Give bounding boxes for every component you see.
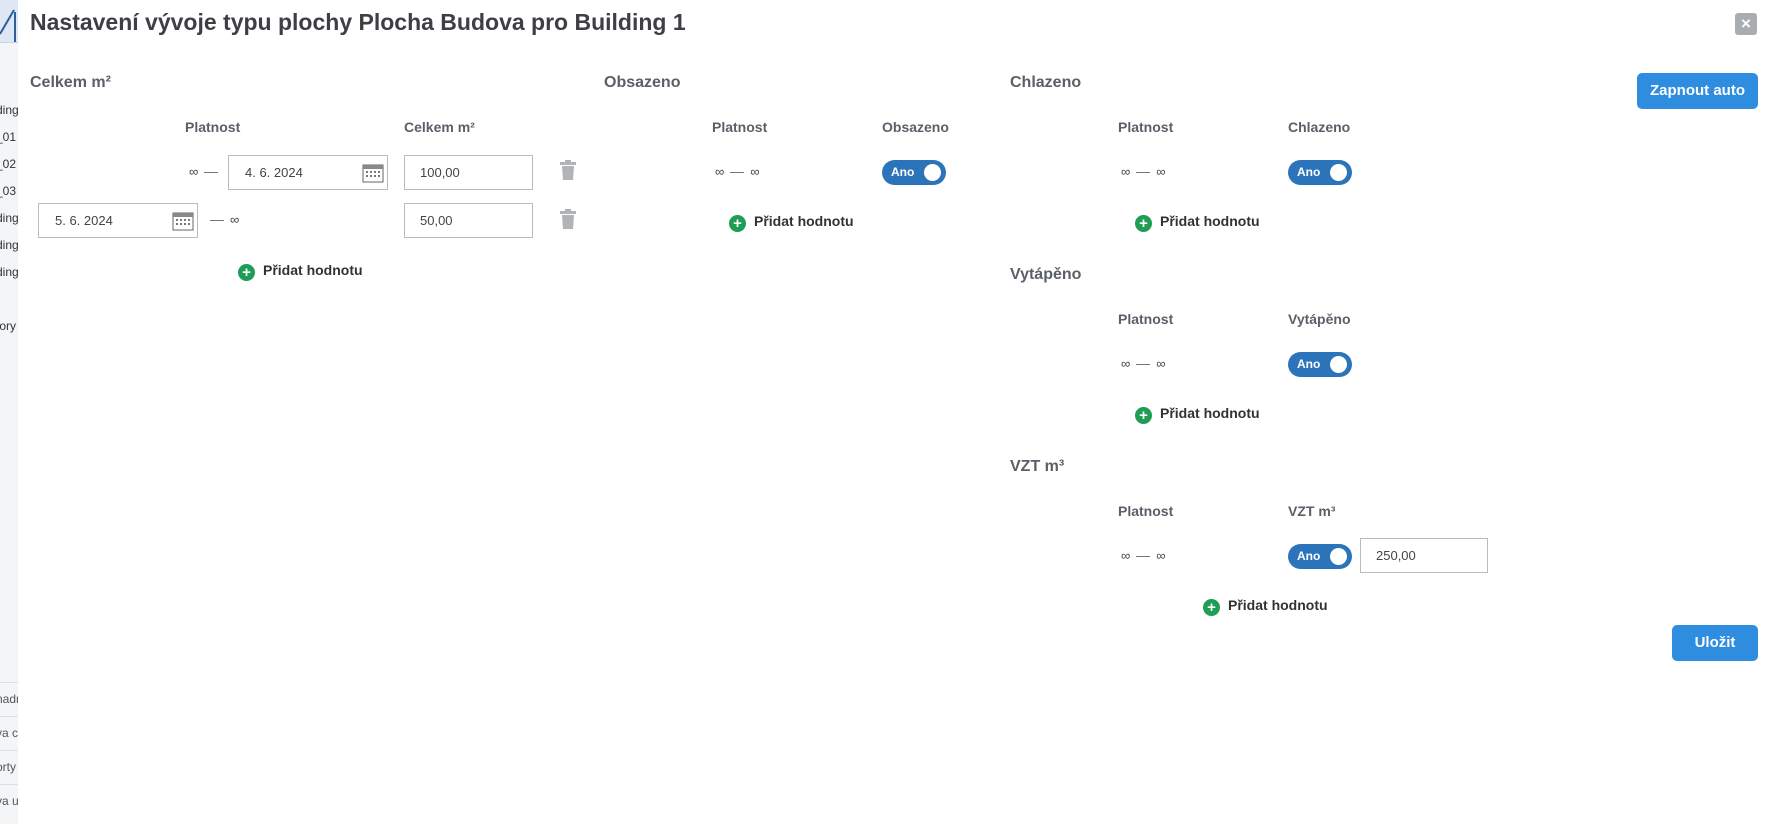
vzt-value-input[interactable]: 250,00 <box>1360 538 1488 573</box>
column-header-value: VZT m³ <box>1288 503 1336 519</box>
trash-icon[interactable] <box>560 209 576 229</box>
bg-item: ding <box>0 103 18 117</box>
plus-icon: + <box>1135 407 1152 424</box>
calendar-icon[interactable] <box>172 210 194 231</box>
section-title-vzt: VZT m³ <box>1010 458 1065 475</box>
bg-item: va c <box>0 716 18 750</box>
occupied-toggle[interactable]: Ano <box>882 160 946 185</box>
settings-dialog: Nastavení vývoje typu plochy Plocha Budo… <box>18 0 1781 824</box>
plus-icon: + <box>729 215 746 232</box>
column-header-validity: Platnost <box>1118 119 1174 135</box>
column-header-value: Obsazeno <box>882 119 949 135</box>
validity-range: ∞∞ <box>1121 164 1166 179</box>
column-header-validity: Platnost <box>1118 503 1174 519</box>
bg-item: _01 <box>0 130 17 144</box>
heated-toggle[interactable]: Ano <box>1288 352 1352 377</box>
bg-item: ding <box>0 238 18 252</box>
area-value-input[interactable]: 100,00 <box>404 155 533 190</box>
close-button[interactable]: × <box>1735 13 1757 35</box>
background-sidebar: ding _01 _02 _03 ding ding ding t tory n… <box>0 0 19 824</box>
bg-item: orty <box>0 750 18 784</box>
column-header-validity: Platnost <box>185 119 241 135</box>
date-input-from[interactable]: 5. 6. 2024 <box>38 203 198 238</box>
validity-to: ∞ <box>204 212 239 227</box>
column-header-value: Vytápěno <box>1288 311 1351 327</box>
bg-item: _03 <box>0 184 17 198</box>
bg-item: t <box>0 286 18 313</box>
dialog-title: Nastavení vývoje typu plochy Plocha Budo… <box>30 9 686 35</box>
plus-icon: + <box>1135 215 1152 232</box>
bg-item: tory <box>0 319 17 333</box>
column-header-value: Chlazeno <box>1288 119 1351 135</box>
section-title-vytapeno: Vytápěno <box>1010 266 1082 283</box>
plus-icon: + <box>238 264 255 281</box>
section-title-chlazeno: Chlazeno <box>1010 74 1082 91</box>
close-icon: × <box>1741 14 1751 33</box>
bg-item: nadr <box>0 682 18 716</box>
validity-from: ∞ <box>189 164 224 179</box>
bg-item: ding <box>0 211 18 225</box>
add-value-button[interactable]: +Přidat hodnotu <box>1203 597 1328 616</box>
section-title-celkem: Celkem m² <box>30 74 111 91</box>
column-header-value: Celkem m² <box>404 119 475 135</box>
add-value-button[interactable]: +Přidat hodnotu <box>729 213 854 232</box>
bg-item: _02 <box>0 157 17 171</box>
column-header-validity: Platnost <box>712 119 768 135</box>
cooled-toggle[interactable]: Ano <box>1288 160 1352 185</box>
save-button[interactable]: Uložit <box>1672 625 1758 661</box>
trash-icon[interactable] <box>560 160 576 180</box>
vzt-toggle[interactable]: Ano <box>1288 544 1352 569</box>
area-value-input[interactable]: 50,00 <box>404 203 533 238</box>
auto-button[interactable]: Zapnout auto <box>1637 73 1758 109</box>
add-value-button[interactable]: +Přidat hodnotu <box>1135 405 1260 424</box>
validity-range: ∞∞ <box>1121 356 1166 371</box>
bg-item: ding <box>0 265 18 279</box>
add-value-button[interactable]: +Přidat hodnotu <box>1135 213 1260 232</box>
calendar-icon[interactable] <box>362 162 384 183</box>
date-input-to[interactable]: 4. 6. 2024 <box>228 155 388 190</box>
app-logo <box>0 0 18 43</box>
section-title-obsazeno: Obsazeno <box>604 74 681 91</box>
column-header-validity: Platnost <box>1118 311 1174 327</box>
validity-range: ∞∞ <box>715 164 760 179</box>
validity-range: ∞∞ <box>1121 548 1166 563</box>
bg-item: va u <box>0 784 18 818</box>
add-value-button[interactable]: +Přidat hodnotu <box>238 262 363 281</box>
plus-icon: + <box>1203 599 1220 616</box>
